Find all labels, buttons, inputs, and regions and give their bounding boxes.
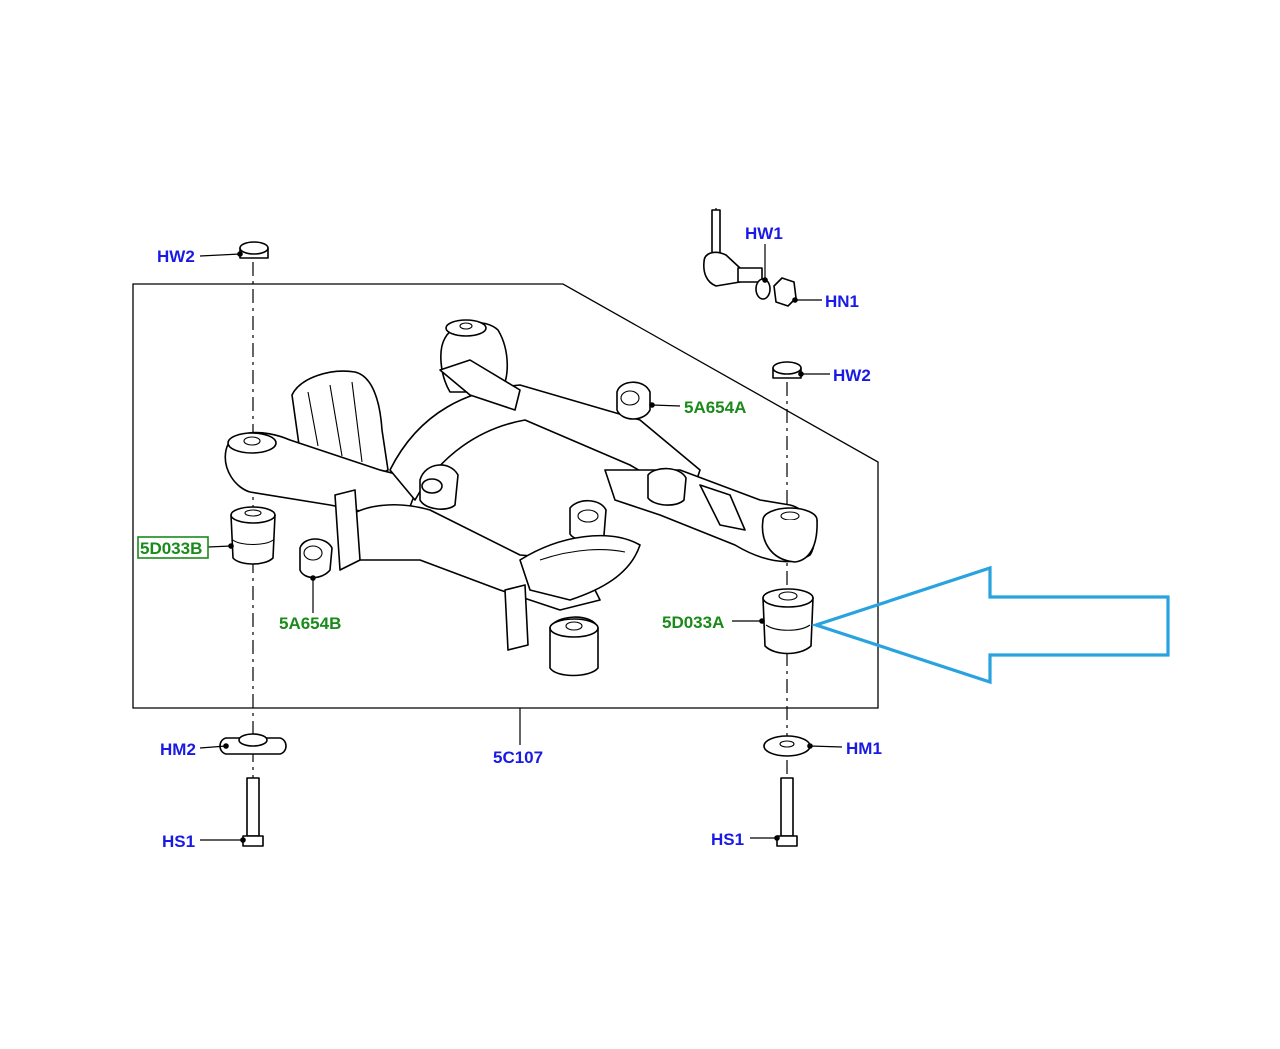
bolt-hs1-left: [242, 777, 264, 847]
callout-hw1: HW1: [745, 224, 783, 243]
rear-subframe: [224, 319, 818, 677]
callout-hw2-left: HW2: [157, 247, 195, 266]
callout-5c107: 5C107: [493, 748, 543, 767]
washer-hw2-right: [772, 361, 802, 379]
callout-5a654a: 5A654A: [684, 398, 746, 417]
mount-washer-hm2: [219, 733, 287, 755]
callout-5d033a: 5D033A: [662, 613, 724, 632]
leader-lines: [199, 244, 843, 843]
washer-hw1: [755, 278, 771, 300]
assembly-frame: [132, 283, 879, 709]
callout-hn1: HN1: [825, 292, 859, 311]
highlight-arrow: [810, 565, 1170, 685]
callout-hw2-right: HW2: [833, 366, 871, 385]
washer-hw2-left: [239, 241, 269, 259]
bushing-5a654b: [299, 538, 333, 579]
callout-hm1: HM1: [846, 739, 882, 758]
highlight-box-5d033b: [137, 536, 209, 559]
mount-bushing-5d033a: [762, 588, 814, 655]
bushing-5a654a: [616, 381, 651, 420]
nut-hn1: [773, 277, 797, 307]
callout-hs1-left: HS1: [162, 832, 195, 851]
mount-washer-hm1: [763, 735, 811, 757]
bolt-hs1-right: [776, 777, 798, 847]
mount-bushing-5d033b: [230, 506, 276, 565]
stud-hw1-hn1: [703, 209, 763, 287]
callout-hm2: HM2: [160, 740, 196, 759]
callout-5a654b: 5A654B: [279, 614, 341, 633]
callout-hs1-right: HS1: [711, 830, 744, 849]
callout-5d033b: 5D033B: [140, 539, 202, 558]
